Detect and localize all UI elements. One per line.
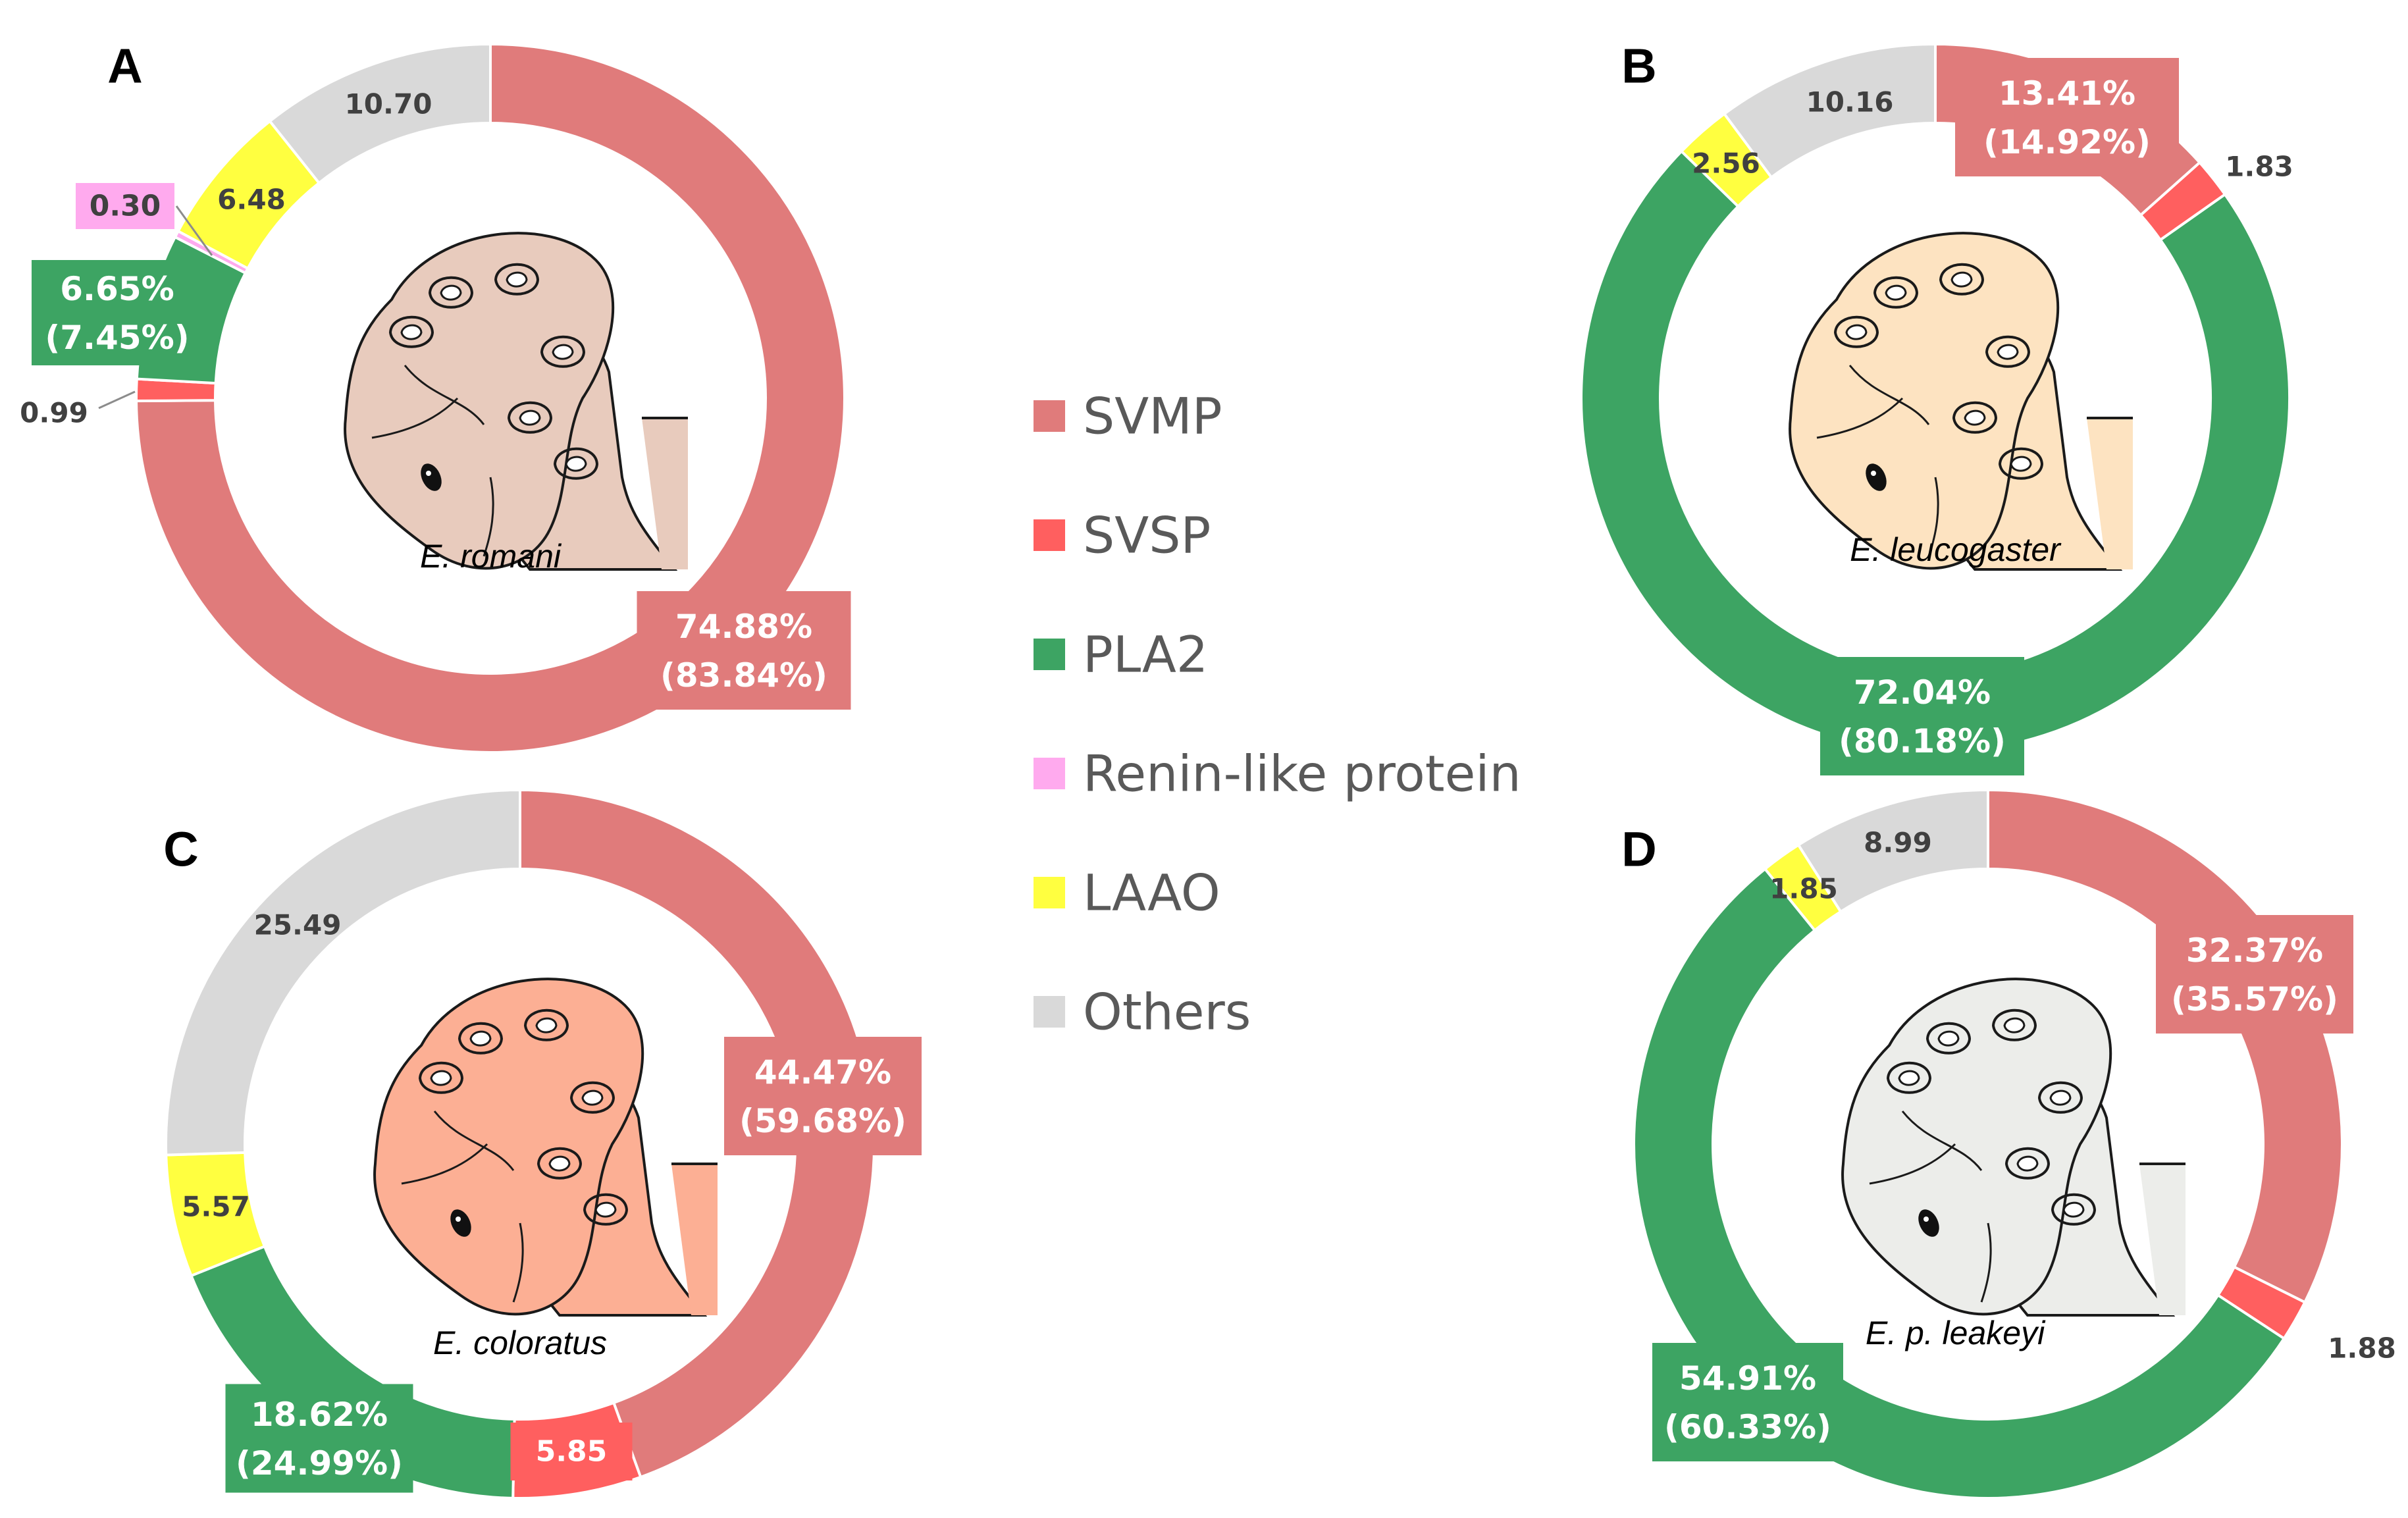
legend-swatch: [1034, 400, 1065, 432]
donut-panel-d: D E. p. leakeyi 32.37% (35.57%) 1.88 54.91% (6…: [1621, 788, 2396, 1500]
panel-label: B: [1621, 39, 1656, 93]
species-name: E. leucogaster: [1850, 531, 2062, 568]
data-label-others: 8.99: [1864, 827, 1932, 859]
species-name: E. p. leakeyi: [1866, 1315, 2046, 1351]
snake-head-illustration: [373, 978, 718, 1317]
data-label-value: 5.85: [536, 1435, 608, 1469]
data-label-pla2: 18.62% (24.99%): [225, 1384, 413, 1493]
data-label-laao: 5.57: [182, 1191, 250, 1223]
slice-svmp: [134, 42, 846, 754]
data-label-laao: 1.85: [1769, 873, 1838, 905]
slice-pla2: [1580, 149, 2291, 754]
legend-label: SVSP: [1083, 506, 1211, 565]
legend-swatch: [1034, 996, 1065, 1028]
data-label-value: 74.88%: [675, 608, 812, 646]
slice-svmp: [519, 788, 876, 1479]
data-label-percent: (35.57%): [2171, 980, 2338, 1018]
data-label-percent: (7.45%): [45, 319, 189, 357]
data-label-value: 5.57: [182, 1191, 250, 1223]
donut-panel-a: A E. romani 74.88% (83.84%) 0.99 6.65% (7.45%)…: [20, 39, 851, 754]
legend-item-renin-like-protein: Renin-like protein: [1034, 745, 1521, 803]
legend-item-svmp: SVMP: [1034, 387, 1222, 446]
data-label-value: 72.04%: [1854, 673, 1991, 712]
slice-others: [1722, 42, 1937, 180]
donut-panel-b: B E. leucogaster 13.41% (14.92%) 1.83 72.04% (…: [1580, 39, 2293, 775]
data-label-value: 1.85: [1769, 873, 1838, 905]
snake-head-illustration: [344, 232, 688, 571]
data-label-value: 0.99: [20, 397, 88, 429]
data-label-others: 25.49: [254, 909, 342, 941]
data-label-svsp: 1.83: [2225, 151, 2293, 183]
data-label-others: 10.70: [345, 88, 432, 120]
data-label-percent: (80.18%): [1839, 722, 2006, 760]
data-label-svmp: 13.41% (14.92%): [1955, 58, 2179, 176]
data-label-value: 2.56: [1692, 147, 1760, 180]
slice-others: [1796, 788, 1989, 914]
data-label-svmp: 32.37% (35.57%): [2156, 915, 2353, 1034]
data-label-value: 10.16: [1806, 86, 1894, 118]
data-label-percent: (83.84%): [660, 656, 827, 694]
data-label-pla2: 6.65% (7.45%): [32, 260, 203, 365]
species-name: E. romani: [420, 538, 562, 575]
legend-item-laao: LAAO: [1034, 864, 1220, 922]
legend-item-svsp: SVSP: [1034, 506, 1211, 565]
data-label-value: 44.47%: [754, 1053, 891, 1091]
data-label-value: 1.88: [2328, 1332, 2396, 1365]
panel-label: A: [107, 39, 142, 93]
panel-label: D: [1621, 822, 1656, 877]
panel-label: C: [163, 822, 198, 877]
species-name: E. coloratus: [433, 1324, 607, 1361]
data-label-svmp: 44.47% (59.68%): [724, 1037, 922, 1155]
data-label-value: 0.30: [90, 190, 161, 223]
snake-head-illustration: [1841, 978, 2186, 1317]
legend-label: Others: [1083, 983, 1251, 1041]
data-label-percent: (24.99%): [236, 1444, 403, 1482]
slice-others: [268, 42, 492, 185]
legend-label: LAAO: [1083, 864, 1220, 922]
data-label-pla2: 54.91% (60.33%): [1652, 1343, 1843, 1461]
data-label-laao: 2.56: [1692, 147, 1760, 180]
data-label-percent: (14.92%): [1983, 123, 2151, 161]
data-label-value: 32.37%: [2186, 931, 2323, 970]
legend-swatch: [1034, 519, 1065, 551]
data-label-value: 6.65%: [60, 270, 174, 308]
snake-head-illustration: [1789, 232, 2133, 571]
data-label-value: 10.70: [345, 88, 432, 120]
data-label-value: 1.83: [2225, 151, 2293, 183]
slice-pla2: [1632, 867, 2286, 1500]
legend-label: Renin-like protein: [1083, 745, 1521, 803]
data-label-others: 10.16: [1806, 86, 1894, 118]
data-label-value: 8.99: [1864, 827, 1932, 859]
data-label-value: 25.49: [254, 909, 342, 941]
data-label-value: 18.62%: [251, 1396, 388, 1434]
slice-others: [165, 788, 521, 1157]
data-label-svsp: 0.99: [20, 390, 136, 429]
legend-label: SVMP: [1083, 387, 1222, 446]
legend-swatch: [1034, 877, 1065, 908]
data-label-laao: 6.48: [217, 184, 286, 216]
data-label-svsp: 5.85: [510, 1423, 633, 1480]
data-label-value: 13.41%: [1999, 74, 2135, 113]
donut-panels: A E. romani 74.88% (83.84%) 0.99 6.65% (7.45%)…: [20, 39, 2396, 1500]
legend-label: PLA2: [1083, 625, 1208, 684]
data-label-svsp: 1.88: [2328, 1332, 2396, 1365]
donut-panel-c: C E. coloratus 44.47% (59.68%) 5.85 18.62% (24…: [163, 788, 922, 1500]
data-label-svmp: 74.88% (83.84%): [637, 591, 851, 710]
data-label-renin-like-protein: 0.30: [76, 183, 213, 256]
data-label-value: 54.91%: [1679, 1359, 1816, 1398]
data-label-value: 6.48: [217, 184, 286, 216]
data-label-percent: (59.68%): [739, 1102, 906, 1140]
legend-item-pla2: PLA2: [1034, 625, 1208, 684]
legend-swatch: [1034, 639, 1065, 670]
legend-swatch: [1034, 758, 1065, 789]
legend-item-others: Others: [1034, 983, 1251, 1041]
data-label-percent: (60.33%): [1664, 1408, 1831, 1446]
data-label-pla2: 72.04% (80.18%): [1820, 657, 2024, 775]
